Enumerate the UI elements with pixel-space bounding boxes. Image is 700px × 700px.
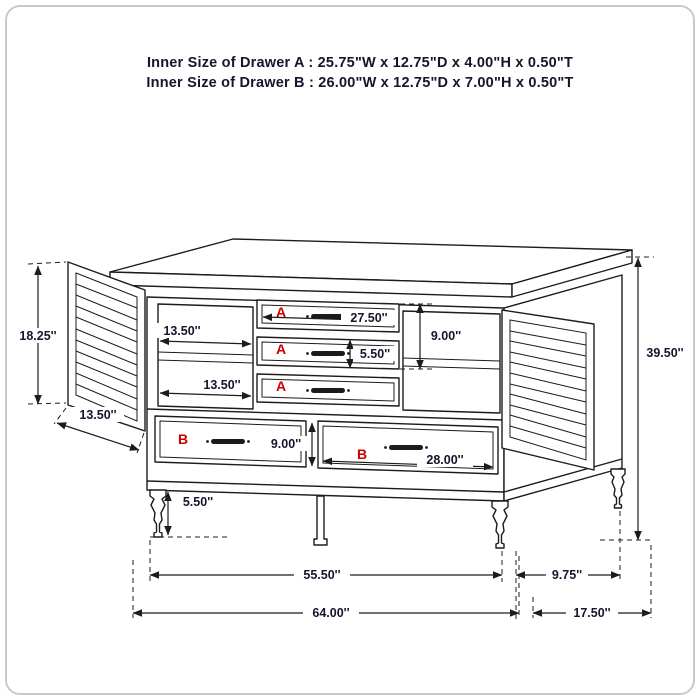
dim-label-box — [303, 605, 359, 621]
dim-drawer-b-width-text: 28.00'' — [426, 453, 463, 467]
dim-label-box — [294, 567, 350, 582]
right-cubby — [402, 310, 501, 414]
dim-overall-height: 39.50'' — [600, 256, 689, 541]
dresser-top — [109, 238, 633, 298]
dim-door-width-text: 13.50'' — [79, 408, 116, 422]
drawer-b1-handle-icon — [206, 439, 250, 444]
front-right-leg — [491, 500, 509, 549]
left-door-louvers — [75, 283, 138, 411]
dim-drawer-b-face-height-text: 9.00'' — [271, 437, 301, 451]
drawer-b1: B — [154, 415, 307, 468]
page-border — [5, 5, 695, 695]
dim-label-box — [13, 328, 63, 343]
right-cubby-opening — [402, 310, 501, 414]
drawer-a3-label: A — [276, 378, 286, 394]
left-door-frame — [75, 272, 138, 422]
left-door — [67, 261, 146, 432]
dim-overall-depth: 17.50'' — [532, 545, 652, 621]
dim-label-box — [546, 567, 588, 582]
drawer-a2-label: A — [276, 341, 286, 357]
legs — [149, 468, 626, 549]
drawer-a1-bevel — [261, 304, 395, 328]
dimensions: 18.25'' 13.50'' 27.50'' 9.00'' 5.50'' — [13, 256, 689, 621]
right-door-frame — [509, 319, 587, 461]
dim-label-box — [341, 310, 397, 325]
dim-label-box — [566, 605, 618, 621]
dim-label-box — [264, 436, 308, 451]
right-door — [501, 309, 595, 471]
left-cubby-shelf — [157, 351, 254, 364]
dim-drawer-b-face-height: 9.00'' — [264, 422, 316, 467]
dim-label-box — [176, 494, 220, 509]
dim-overall-height-text: 39.50'' — [646, 346, 683, 360]
size-note: Inner Size of Drawer A : 25.75"W x 12.75… — [146, 55, 573, 91]
drawer-a3-handle-icon — [306, 388, 350, 393]
dim-label-box — [641, 345, 689, 360]
dim-door-width: 13.50'' — [53, 407, 145, 454]
drawer-a1-label: A — [276, 304, 286, 320]
dim-drawer-a-bank-height: 9.00'' — [400, 303, 468, 370]
dim-label-box — [72, 407, 124, 422]
right-door-louvers — [509, 330, 587, 449]
dim-door-open-height: 18.25'' — [13, 261, 67, 405]
dim-leg-height-text: 5.50'' — [183, 495, 213, 509]
back-right-leg — [610, 468, 626, 509]
dim-door-open-height-text: 18.25'' — [19, 329, 56, 343]
dim-label-box — [424, 328, 468, 343]
dim-overall-width-text: 64.00'' — [312, 606, 349, 620]
dim-upper-cubby-width: 13.50'' — [156, 323, 252, 348]
dim-lower-cubby-width-text: 13.50'' — [203, 378, 240, 392]
dim-drawer-a-face-height: 5.50'' — [346, 339, 397, 369]
left-door-panel — [67, 261, 146, 432]
drawer-a2-handle-icon — [306, 351, 350, 356]
dim-drawer-a-width: 27.50'' — [262, 310, 397, 325]
drawer-b2-handle-icon — [384, 445, 428, 450]
dresser-drawing: A A A B — [67, 238, 633, 549]
drawer-a3: A — [256, 373, 400, 407]
dim-drawer-b-width: 28.00'' — [322, 452, 494, 471]
dim-leg-height: 5.50'' — [150, 491, 230, 538]
dim-upper-cubby-width-text: 13.50'' — [163, 324, 200, 338]
dim-label-box — [156, 323, 208, 338]
dim-side-depth-feet: 9.75'' — [515, 511, 621, 620]
drawer-b1-bevel — [159, 420, 302, 463]
dim-front-width-feet-text: 55.50'' — [303, 568, 340, 582]
dim-drawer-a-face-height-text: 5.50'' — [360, 347, 390, 361]
center-leg — [313, 495, 328, 546]
dim-overall-width: 64.00'' — [132, 556, 520, 621]
drawer-b2-label: B — [357, 446, 367, 462]
drawer-b-spec-text: Inner Size of Drawer B : 26.00"W x 12.75… — [146, 75, 573, 91]
dim-side-depth-feet-text: 9.75'' — [552, 568, 582, 582]
dim-lower-cubby-width: 13.50'' — [159, 377, 252, 400]
dim-label-box — [196, 377, 248, 392]
dim-label-box — [353, 346, 397, 361]
dim-overall-depth-text: 17.50'' — [573, 606, 610, 620]
dim-drawer-a-bank-height-text: 9.00'' — [431, 329, 461, 343]
dim-front-width-feet: 55.50'' — [149, 540, 503, 582]
front-left-leg — [149, 489, 167, 538]
dim-label-box — [417, 452, 473, 467]
dim-drawer-a-width-text: 27.50'' — [350, 311, 387, 325]
drawer-b1-label: B — [178, 431, 188, 447]
rails — [146, 408, 623, 493]
top-right-edge — [511, 249, 633, 298]
drawer-a-spec-text: Inner Size of Drawer A : 25.75"W x 12.75… — [147, 55, 573, 71]
drawer-a3-bevel — [261, 378, 395, 402]
